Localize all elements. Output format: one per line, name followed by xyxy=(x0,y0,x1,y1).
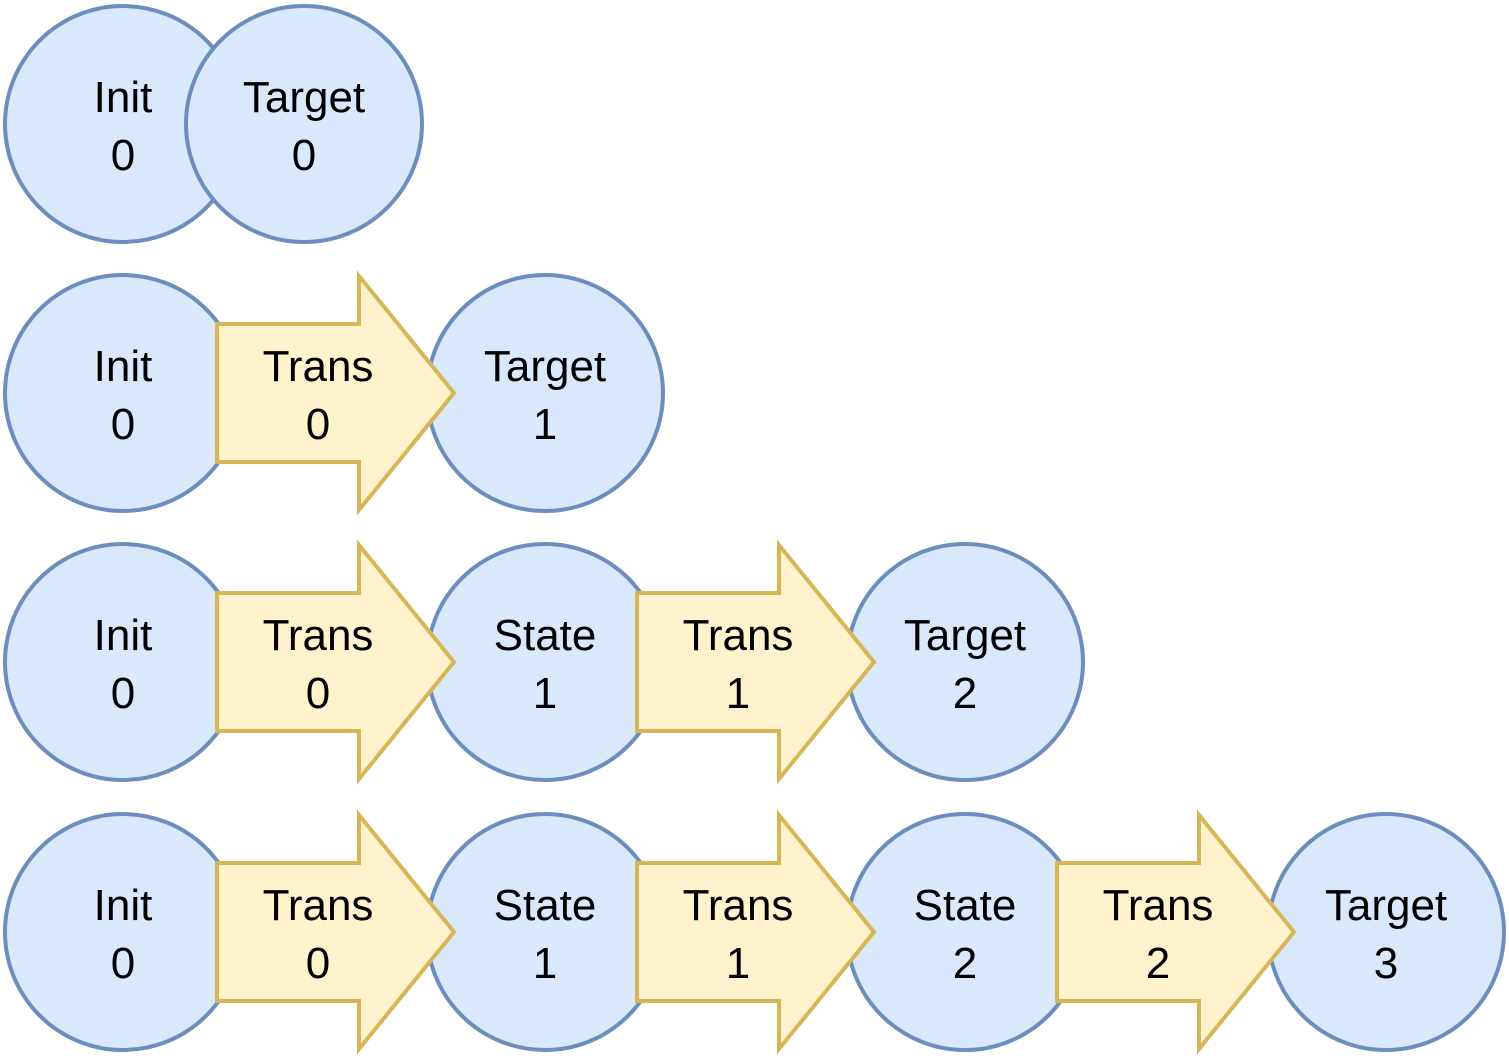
state-name-label: State xyxy=(494,881,597,930)
state-circle xyxy=(3,812,243,1052)
transition-name-label: Trans xyxy=(683,611,794,660)
transition-name-label: Trans xyxy=(263,881,374,930)
transition-arrow: Trans 1 xyxy=(635,809,877,1055)
state-circle xyxy=(3,542,243,782)
state-index-label: 1 xyxy=(533,400,557,449)
state-name-label: Target xyxy=(904,611,1026,660)
state-circle xyxy=(845,812,1085,1052)
transition-arrow-shape xyxy=(215,539,457,785)
state-node: State 1 xyxy=(425,812,665,1052)
state-index-label: 2 xyxy=(953,939,977,988)
state-circle xyxy=(425,273,665,513)
transition-arrow-shape xyxy=(635,539,877,785)
state-index-label: 3 xyxy=(1374,939,1398,988)
transition-name-label: Trans xyxy=(263,342,374,391)
state-name-label: Target xyxy=(484,342,606,391)
state-node: Init 0 xyxy=(3,542,243,782)
state-node: Init 0 xyxy=(3,812,243,1052)
state-node: State 2 xyxy=(845,812,1085,1052)
transition-index-label: 0 xyxy=(306,669,330,718)
diagram-row: Init 0 State 1 Target 2 Trans 0 Trans 1 xyxy=(3,539,1085,785)
state-circle xyxy=(425,812,665,1052)
transition-arrow: Trans 2 xyxy=(1055,809,1297,1055)
state-circle xyxy=(1266,812,1506,1052)
state-index-label: 0 xyxy=(111,939,135,988)
state-circle xyxy=(845,542,1085,782)
transition-index-label: 2 xyxy=(1146,939,1170,988)
state-node: Target 0 xyxy=(184,4,424,244)
diagram-row: Init 0 Target 0 xyxy=(3,4,424,244)
transition-arrow: Trans 1 xyxy=(635,539,877,785)
state-circle xyxy=(425,542,665,782)
state-index-label: 0 xyxy=(111,131,135,180)
state-node: Target 3 xyxy=(1266,812,1506,1052)
state-name-label: Init xyxy=(94,881,153,930)
transition-arrow-shape xyxy=(215,270,457,516)
transition-arrow: Trans 0 xyxy=(215,539,457,785)
transition-name-label: Trans xyxy=(1103,881,1214,930)
state-name-label: Init xyxy=(94,73,153,122)
transition-index-label: 0 xyxy=(306,939,330,988)
state-circle xyxy=(184,4,424,244)
diagram-row: Init 0 Target 1 Trans 0 xyxy=(3,270,665,516)
state-index-label: 1 xyxy=(533,939,557,988)
state-node: State 1 xyxy=(425,542,665,782)
transition-arrow-shape xyxy=(635,809,877,1055)
state-node: Target 1 xyxy=(425,273,665,513)
state-index-label: 0 xyxy=(111,669,135,718)
rows-layer: Init0Target0Init0Target1Trans0Init0State… xyxy=(3,4,1506,1055)
state-name-label: Init xyxy=(94,611,153,660)
transition-index-label: 0 xyxy=(306,400,330,449)
transition-arrow-shape xyxy=(215,809,457,1055)
state-index-label: 1 xyxy=(533,669,557,718)
transition-arrow: Trans 0 xyxy=(215,809,457,1055)
state-node: Target 2 xyxy=(845,542,1085,782)
diagram-row: Init0State1State2Target3Trans0Trans1Tran… xyxy=(3,809,1506,1055)
state-index-label: 2 xyxy=(953,669,977,718)
transition-name-label: Trans xyxy=(683,881,794,930)
transition-arrow-shape xyxy=(1055,809,1297,1055)
state-name-label: Target xyxy=(243,73,365,122)
state-name-label: State xyxy=(914,881,1017,930)
state-circle xyxy=(3,273,243,513)
state-index-label: 0 xyxy=(111,400,135,449)
transition-arrow: Trans 0 xyxy=(215,270,457,516)
state-node: Init 0 xyxy=(3,273,243,513)
transition-index-label: 1 xyxy=(726,939,750,988)
transition-name-label: Trans xyxy=(263,611,374,660)
state-name-label: Target xyxy=(1325,881,1447,930)
transition-index-label: 1 xyxy=(726,669,750,718)
state-name-label: Init xyxy=(94,342,153,391)
state-index-label: 0 xyxy=(292,131,316,180)
state-name-label: State xyxy=(494,611,597,660)
